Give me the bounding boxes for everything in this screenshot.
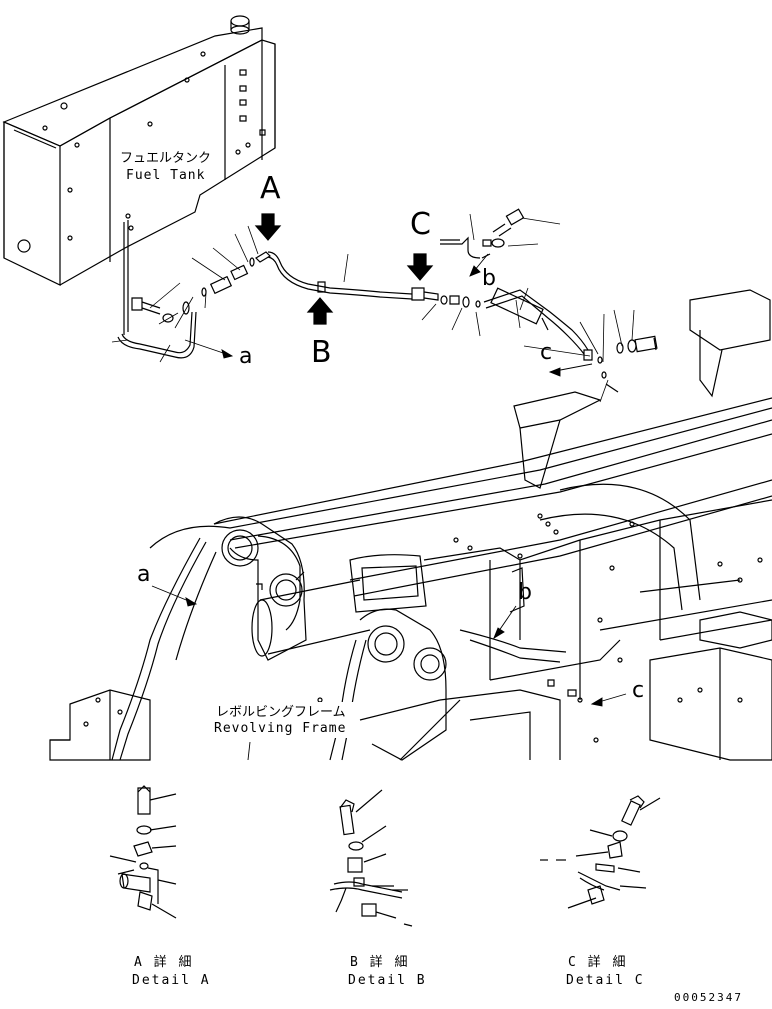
detail-c-title-ja: C 詳 細 <box>568 955 628 970</box>
fuel-tank-label-en: Fuel Tank <box>126 168 206 183</box>
revolving-frame-label-ja: レボルビングフレーム <box>216 705 346 720</box>
fuel-tank <box>4 16 275 335</box>
ref-label-b-frame: b <box>518 580 532 605</box>
ref-label-c-frame: c <box>632 678 645 703</box>
ref-arrows <box>185 254 592 376</box>
view-arrow-b <box>308 298 332 324</box>
detail-b-title-en: Detail B <box>348 973 427 988</box>
ref-label-c-top: c <box>540 340 553 365</box>
detail-b-title-ja: B 詳 細 <box>350 955 410 970</box>
view-label-a: A <box>260 171 281 206</box>
detail-b-drawing <box>330 790 412 926</box>
detail-a-title-ja: A 詳 細 <box>134 955 194 970</box>
detail-a-drawing <box>110 786 176 918</box>
ref-label-a-top: a <box>239 344 253 369</box>
detail-c-title-en: Detail C <box>566 973 645 988</box>
view-arrow-a <box>256 214 280 240</box>
revolving-frame <box>50 290 772 760</box>
drawing-number: 00052347 <box>674 991 743 1004</box>
view-arrow-c <box>408 254 432 280</box>
view-arrows <box>256 214 432 324</box>
ref-label-a-frame: a <box>137 562 151 587</box>
view-label-b: B <box>311 335 332 370</box>
ref-label-b-top: b <box>482 266 496 291</box>
detail-a-title-en: Detail A <box>132 973 211 988</box>
detail-c-drawing <box>540 796 660 908</box>
view-label-c: C <box>410 207 431 242</box>
leader-lines-top <box>112 214 634 402</box>
fuel-tank-label-ja: フュエルタンク <box>120 151 212 166</box>
fuel-line-assembly <box>118 209 657 392</box>
revolving-frame-label-en: Revolving Frame <box>214 721 347 736</box>
